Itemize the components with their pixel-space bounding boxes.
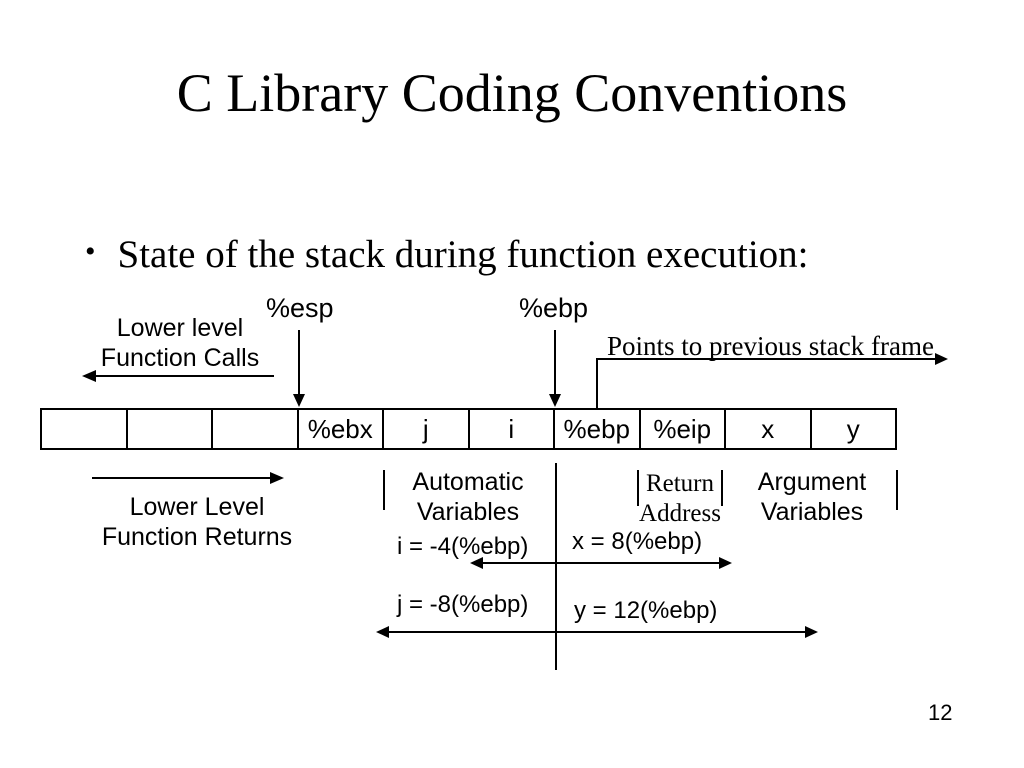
label-argument-variables: Argument Variables [757,468,867,526]
right-arrow-icon [92,472,284,484]
ebp-down-arrow-icon [549,330,561,407]
tick-mark [637,470,639,506]
stack-table: %ebx j i %ebp %eip x y [40,408,897,450]
stack-cell: i [467,410,554,448]
stack-cell [211,410,297,448]
stack-cell [125,410,212,448]
label-lower-level-returns: Lower Level Function Returns [101,493,293,551]
left-arrow-icon [82,370,274,382]
divider-line [555,463,557,670]
bullet-text: State of the stack during function execu… [117,233,809,276]
label-y-offset: y = 12(%ebp) [574,597,718,624]
stack-cell: %ebp [553,410,639,448]
stack-cell: j [382,410,468,448]
stack-cell: %eip [638,410,725,448]
stack-cell: y [809,410,896,448]
double-arrow-icon [376,626,818,638]
label-esp: %esp [266,293,334,323]
label-i-offset: i = -4(%ebp) [397,533,529,560]
label-j-offset: j = -8(%ebp) [397,591,529,618]
elbow-arrow-icon [596,353,948,410]
label-return-address: Return Address [639,470,721,527]
double-arrow-icon [470,557,732,569]
stack-cell [42,410,126,448]
tick-mark [383,470,385,510]
label-points-previous: Points to previous stack frame [607,331,934,361]
tick-mark [721,470,723,506]
label-lower-level-calls: Lower level Function Calls [100,314,260,372]
page-number: 12 [928,700,953,725]
esp-down-arrow-icon [293,330,305,407]
bullet-icon: • [85,235,96,268]
bullet-item: • State of the stack during function exec… [85,232,809,277]
tick-mark [896,470,898,510]
stack-cell: %ebx [296,410,383,448]
page-title: C Library Coding Conventions [176,63,848,123]
label-x-offset: x = 8(%ebp) [572,528,703,555]
label-automatic-variables: Automatic Variables [412,468,524,526]
stack-cell: x [724,410,810,448]
label-ebp: %ebp [519,293,589,323]
